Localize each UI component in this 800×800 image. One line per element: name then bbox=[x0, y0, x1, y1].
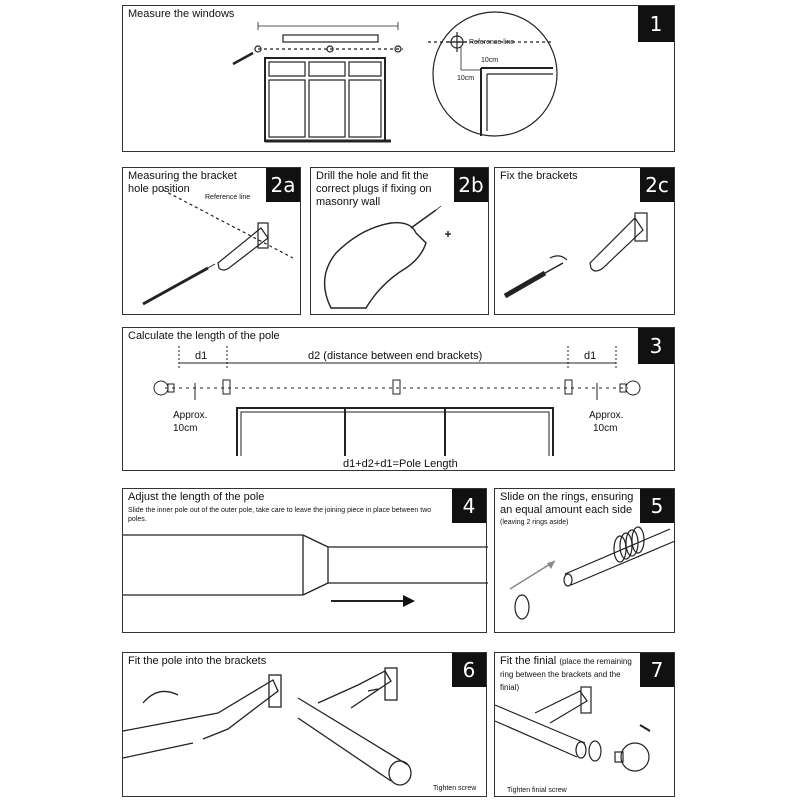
step-5-badge: 5 bbox=[640, 489, 674, 523]
step-2a-badge: 2a bbox=[266, 168, 300, 202]
step-1-badge: 1 bbox=[638, 6, 674, 42]
step-1-dim-a: 10cm bbox=[481, 57, 498, 64]
step-3-approx-left-1: Approx. bbox=[173, 410, 207, 421]
step-3-approx-left-2: 10cm bbox=[173, 423, 197, 434]
step-7-badge: 7 bbox=[640, 653, 674, 687]
step-3-illustration: d1 d2 (distance between end brackets) d1… bbox=[153, 346, 641, 470]
step-2b-badge: 2b bbox=[454, 168, 488, 202]
step-6-panel: Fit the pole into the brackets 6 Tighten… bbox=[122, 652, 487, 797]
step-7-title-note: (place the remaining ring between the br… bbox=[500, 657, 632, 692]
step-5-title: Slide on the rings, ensuring an equal am… bbox=[500, 491, 634, 516]
step-6-badge: 6 bbox=[452, 653, 486, 687]
step-7-title-main: Fit the finial bbox=[500, 655, 557, 667]
step-4-badge: 4 bbox=[452, 489, 486, 523]
step-2c-panel: Fix the brackets 2c bbox=[494, 167, 675, 315]
step-7-illustration: Tighten finial screw bbox=[494, 686, 651, 794]
step-2a-panel: Measuring the bracket hole position 2a R… bbox=[122, 167, 301, 315]
step-1-panel: Measure the windows 1 bbox=[122, 5, 675, 152]
step-1-reference-label: Reference line bbox=[469, 39, 514, 46]
step-2a-reference-label: Reference line bbox=[205, 194, 250, 201]
step-5-illustration bbox=[509, 526, 676, 620]
step-4-note: Slide the inner pole out of the outer po… bbox=[128, 507, 432, 523]
step-3-panel: Calculate the length of the pole 3 d1 d2… bbox=[122, 327, 675, 471]
step-5-panel: Slide on the rings, ensuring an equal am… bbox=[494, 488, 676, 633]
step-6-caption: Tighten screw bbox=[433, 785, 477, 792]
step-3-formula: d1+d2+d1=Pole Length bbox=[343, 458, 458, 470]
step-2a-title: Measuring the bracket hole position bbox=[128, 170, 237, 195]
step-1-title: Measure the windows bbox=[128, 8, 235, 20]
step-3-d2: d2 (distance between end brackets) bbox=[308, 350, 482, 362]
step-2c-illustration bbox=[503, 212, 648, 299]
step-3-d1-right: d1 bbox=[584, 350, 596, 362]
step-1-illustration: Reference line 10cm 10cm bbox=[232, 11, 558, 143]
step-6-title: Fit the pole into the brackets bbox=[128, 655, 267, 667]
step-7-title: Fit the finial (place the remaining ring… bbox=[500, 655, 640, 694]
step-4-title: Adjust the length of the pole bbox=[128, 491, 265, 503]
step-7-panel: Fit the finial (place the remaining ring… bbox=[494, 652, 675, 797]
step-2c-badge: 2c bbox=[640, 168, 674, 202]
step-2b-title: Drill the hole and fit the correct plugs… bbox=[316, 170, 432, 208]
step-3-badge: 3 bbox=[638, 328, 674, 364]
step-4-illustration bbox=[123, 534, 488, 607]
step-3-approx-right-1: Approx. bbox=[589, 410, 623, 421]
step-6-illustration: Tighten screw bbox=[122, 667, 477, 792]
step-1-dim-b: 10cm bbox=[457, 75, 474, 82]
step-4-panel: Adjust the length of the pole Slide the … bbox=[122, 488, 488, 633]
step-3-approx-right-2: 10cm bbox=[593, 423, 617, 434]
step-3-d1-left: d1 bbox=[195, 350, 207, 362]
step-5-note: (leaving 2 rings aside) bbox=[500, 519, 569, 526]
step-2b-illustration bbox=[323, 205, 451, 309]
step-3-title: Calculate the length of the pole bbox=[128, 330, 280, 342]
step-2a-illustration: Reference line bbox=[142, 189, 294, 306]
step-2b-panel: Drill the hole and fit the correct plugs… bbox=[310, 167, 489, 315]
step-2c-title: Fix the brackets bbox=[500, 170, 578, 182]
step-7-caption: Tighten finial screw bbox=[507, 787, 568, 794]
